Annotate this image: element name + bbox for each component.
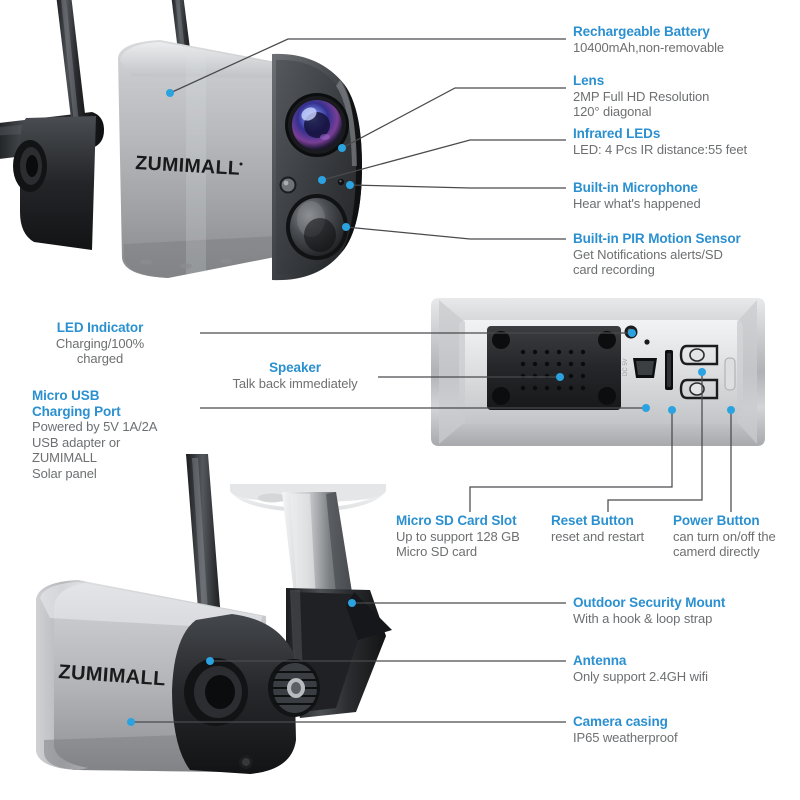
battery-cover-plate — [487, 326, 621, 410]
camera-rear-hinge — [172, 614, 320, 774]
callout-casing-desc: IP65 weatherproof — [573, 729, 678, 745]
callout-speaker: Speaker Talk back immediately — [215, 360, 375, 391]
callout-battery: Rechargeable Battery 10400mAh,non-remova… — [573, 24, 724, 55]
callout-mount-title: Outdoor Security Mount — [573, 595, 726, 610]
reset-button — [679, 344, 719, 366]
callout-casing: Camera casing IP65 weatherproof — [573, 714, 678, 745]
infrared-led-right — [337, 178, 345, 186]
callout-pir-desc-2: card recording — [573, 262, 655, 277]
callout-micro-usb-desc-4: Solar panel — [32, 465, 97, 481]
callout-ir-leds-title: Infrared LEDs — [573, 126, 661, 141]
callout-reset: Reset Button reset and restart — [551, 513, 644, 544]
callout-led-indicator-title: LED Indicator — [56, 320, 144, 335]
callout-micro-usb-desc-3: ZUMIMALL — [32, 450, 97, 465]
callout-sd-slot-title: Micro SD Card Slot — [396, 513, 517, 528]
svg-text:DC 5V: DC 5V — [623, 358, 629, 376]
camera-front-face — [272, 53, 362, 281]
callout-ir-leds-desc: LED: 4 Pcs IR distance:55 feet — [573, 141, 748, 157]
callout-reset-title: Reset Button — [551, 513, 634, 528]
mount-base-plate — [230, 460, 386, 512]
callout-antenna-desc: Only support 2.4GH wifi — [573, 668, 708, 684]
callout-power-desc-1: can turn on/off the — [673, 528, 776, 544]
callout-led-indicator: LED Indicator Charging/100% charged — [20, 320, 180, 367]
mount-adjustment-knob — [268, 659, 320, 717]
callout-ir-leds: Infrared LEDs LED: 4 Pcs IR distance:55 … — [573, 126, 747, 157]
callout-micro-usb: Micro USB Charging Port Powered by 5V 1A… — [32, 388, 157, 481]
camera-back-panel-image: DC 5V — [431, 298, 765, 446]
camera-mounted-view-image: ZUMIMALL — [36, 454, 392, 774]
callout-battery-desc: 10400mAh,non-removable — [573, 39, 725, 55]
callout-power: Power Button can turn on/off the camerd … — [673, 513, 776, 560]
callout-led-indicator-desc-1: Charging/100% — [55, 335, 145, 351]
micro-usb-port: DC 5V — [623, 358, 657, 378]
callout-reset-desc: reset and restart — [551, 528, 644, 544]
callout-micro-usb-title-2: Charging Port — [32, 403, 121, 419]
callout-micro-usb-desc-1: Powered by 5V 1A/2A — [32, 419, 158, 434]
callout-antenna-title: Antenna — [573, 653, 627, 668]
callout-microphone: Built-in Microphone Hear what's happened — [573, 180, 701, 211]
callout-micro-usb-title-1: Micro USB — [32, 388, 100, 403]
callout-power-title: Power Button — [673, 513, 760, 528]
callout-pir-title: Built-in PIR Motion Sensor — [573, 231, 741, 246]
pir-motion-sensor — [286, 194, 348, 260]
callout-micro-usb-desc-2: USB adapter or — [32, 434, 121, 450]
callout-antenna: Antenna Only support 2.4GH wifi — [573, 653, 708, 684]
camera-body: ZUMIMALL — [118, 40, 280, 278]
callout-pir: Built-in PIR Motion Sensor Get Notificat… — [573, 231, 741, 278]
callout-casing-title: Camera casing — [573, 714, 668, 729]
callout-mount: Outdoor Security Mount With a hook & loo… — [573, 595, 725, 626]
callout-speaker-title: Speaker — [269, 360, 321, 375]
callout-sd-slot-desc-1: Up to support 128 GB — [396, 528, 520, 544]
callout-lens-title: Lens — [573, 73, 605, 88]
micro-sd-card-slot — [665, 350, 673, 390]
camera-lens — [285, 93, 349, 157]
callout-sd-slot: Micro SD Card Slot Up to support 128 GB … — [396, 513, 520, 560]
camera-front-view-image: ZUMIMALL — [0, 0, 362, 281]
infrared-led-left — [279, 176, 297, 194]
callout-sd-slot-desc-2: Micro SD card — [396, 544, 478, 559]
callout-lens: Lens 2MP Full HD Resolution 120° diagona… — [573, 73, 709, 120]
callout-microphone-desc: Hear what's happened — [573, 195, 701, 211]
callout-mount-desc: With a hook & loop strap — [573, 610, 713, 626]
callout-lens-desc-1: 2MP Full HD Resolution — [573, 88, 710, 104]
callout-microphone-title: Built-in Microphone — [573, 180, 698, 195]
callout-power-desc-2: camerd directly — [673, 544, 760, 559]
callout-lens-desc-2: 120° diagonal — [573, 104, 652, 119]
callout-speaker-desc: Talk back immediately — [232, 375, 358, 391]
callout-pir-desc-1: Get Notifications alerts/SD — [573, 246, 723, 262]
callout-led-indicator-desc-2: charged — [76, 351, 124, 366]
callout-battery-title: Rechargeable Battery — [573, 24, 710, 39]
